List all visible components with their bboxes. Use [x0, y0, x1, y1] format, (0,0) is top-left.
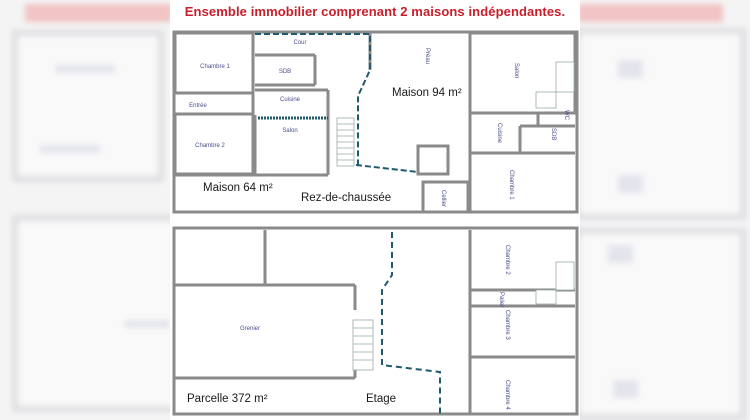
svg-text:Chambre 2: Chambre 2: [195, 143, 225, 149]
svg-text:Chambre 2: Chambre 2: [504, 245, 510, 275]
upper-floor-label: Etage: [366, 393, 396, 405]
svg-text:SDB: SDB: [550, 128, 556, 140]
parcel-label: Parcelle 372 m²: [187, 393, 268, 405]
svg-text:Cellier: Cellier: [440, 190, 446, 207]
svg-text:SDB: SDB: [279, 69, 291, 75]
svg-text:Salon: Salon: [282, 128, 297, 134]
svg-text:Chambre 4: Chambre 4: [504, 380, 510, 410]
svg-text:Grenier: Grenier: [240, 326, 260, 332]
svg-text:Chambre 1: Chambre 1: [508, 170, 514, 200]
svg-text:Entrée: Entrée: [189, 103, 207, 109]
svg-text:Cour: Cour: [293, 40, 306, 46]
floor-plan-panel: Ensemble immobilier comprenant 2 maisons…: [170, 0, 580, 420]
svg-text:Cuisine: Cuisine: [496, 123, 502, 144]
house-64-label: Maison 64 m²: [203, 182, 273, 194]
svg-text:Chambre 3: Chambre 3: [504, 310, 510, 340]
svg-text:WC: WC: [563, 110, 569, 121]
ground-floor-label: Rez-de-chaussée: [301, 192, 391, 204]
house-94-label: Maison 94 m²: [392, 87, 462, 99]
svg-text:Palier: Palier: [498, 292, 504, 307]
svg-text:Préau: Préau: [424, 48, 430, 64]
room-label: Chambre 1: [200, 64, 230, 70]
svg-text:Cuisine: Cuisine: [280, 97, 301, 103]
blurred-background-left: [0, 0, 184, 420]
page-title: Ensemble immobilier comprenant 2 maisons…: [184, 4, 566, 19]
svg-text:Salon: Salon: [513, 63, 519, 78]
floor-plan-drawing: Chambre 1 Entrée Chambre 2 Cour SDB Cuis…: [172, 30, 579, 416]
upper-floor-outline: [172, 226, 579, 416]
blurred-background-right: [574, 0, 750, 420]
